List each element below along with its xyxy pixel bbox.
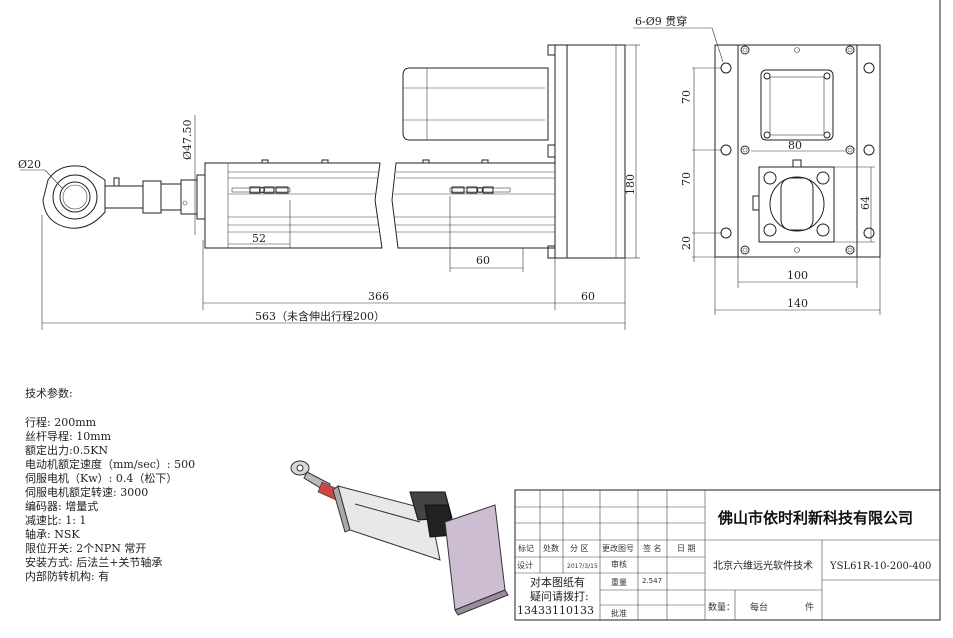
spec-item: 伺服电机（Kw）: 0.4（松下） [25,471,177,485]
dim-20: 20 [680,236,693,250]
side-dimensions: Ø20 Ø47.50 52 60 366 60 563（未含伸出行程200） 1… [18,44,640,330]
screws [740,45,855,255]
approve-label: 批准 [611,608,627,618]
spec-item: 额定出力:0.5KN [25,443,108,457]
spec-item: 丝杆导程: 10mm [25,429,112,443]
header-change-no: 更改图号 [602,543,634,553]
quantity-per: 每台 [750,601,768,613]
contact-line1: 对本图纸有 [530,575,585,589]
dim-70-upper: 70 [680,90,693,104]
technical-specs: 技术参数: 行程: 200mm 丝杆导程: 10mm 额定出力:0.5KN 电动… [25,386,195,583]
title-block: 佛山市依时利新科技有限公司 标记 处数 分 区 更改图号 签 名 日 期 设计 … [514,489,941,621]
spec-item: 减速比: 1: 1 [25,514,86,527]
front-view: 6-Ø9 贯穿 70 70 20 80 64 100 140 [633,14,881,315]
design-date: 2017/3/15 [567,563,598,570]
dim-180: 180 [624,174,637,195]
header-mark: 标记 [518,543,534,553]
dim-563: 563（未含伸出行程200） [255,309,385,323]
header-count: 处数 [543,543,559,553]
header-signature: 签 名 [643,543,662,553]
specs-title: 技术参数: [25,386,73,400]
model-number: YSL61R-10-200-400 [829,561,931,572]
spec-item: 伺服电机额定转速: 3000 [25,485,148,499]
spec-item: 电动机额定速度（mm/sec）: 500 [25,457,195,471]
quantity-label: 数量： [708,601,735,613]
quantity-unit: 件 [805,601,814,613]
spec-item: 内部防转机构: 有 [25,569,109,583]
rod-end-face [752,159,835,243]
weight-label: 重量 [611,577,627,587]
spec-item: 编码器: 增量式 [25,499,98,513]
spec-item: 轴承: NSK [25,527,80,541]
side-view: Ø20 Ø47.50 52 60 366 60 563（未含伸出行程200） 1… [18,44,640,330]
dim-70-lower: 70 [680,172,693,186]
dim-60-sensor: 60 [476,254,490,267]
spec-item: 限位开关: 2个NPN 常开 [25,541,146,555]
rod-end-bearing [42,165,206,229]
servo-motor [402,44,556,259]
dim-holes: 6-Ø9 贯穿 [635,14,687,28]
dim-52: 52 [252,232,266,245]
rear-flange [554,44,626,259]
weight-value: 2.547 [642,577,662,585]
motor-flange-square [760,69,834,141]
dim-64: 64 [859,196,872,210]
limit-sensor [449,186,511,194]
isometric-render [290,460,509,616]
header-date: 日 期 [677,544,696,553]
dim-140: 140 [787,297,808,310]
front-dimensions: 6-Ø9 贯穿 70 70 20 80 64 100 140 [633,14,881,315]
dim-80: 80 [788,139,802,152]
company-name: 佛山市依时利新科技有限公司 [717,509,913,527]
dim-rod-dia: Ø47.50 [181,119,194,160]
software-label: 北京六维远光软件技术 [713,559,813,572]
contact-phone: 13433110133 [517,604,594,617]
spec-item: 行程: 200mm [25,416,97,429]
actuator-body [204,159,556,249]
dim-100: 100 [787,269,808,282]
design-label: 设计 [517,560,533,570]
dim-366: 366 [368,290,389,303]
limit-sensor [231,186,291,194]
header-zone: 分 区 [570,544,589,553]
dim-60-flange: 60 [581,290,595,303]
dim-rod-end-dia: Ø20 [18,158,41,171]
spec-item: 安装方式: 后法兰+关节轴承 [25,555,162,569]
contact-line2: 疑问请拨打: [530,589,589,603]
review-label: 审核 [611,559,627,569]
